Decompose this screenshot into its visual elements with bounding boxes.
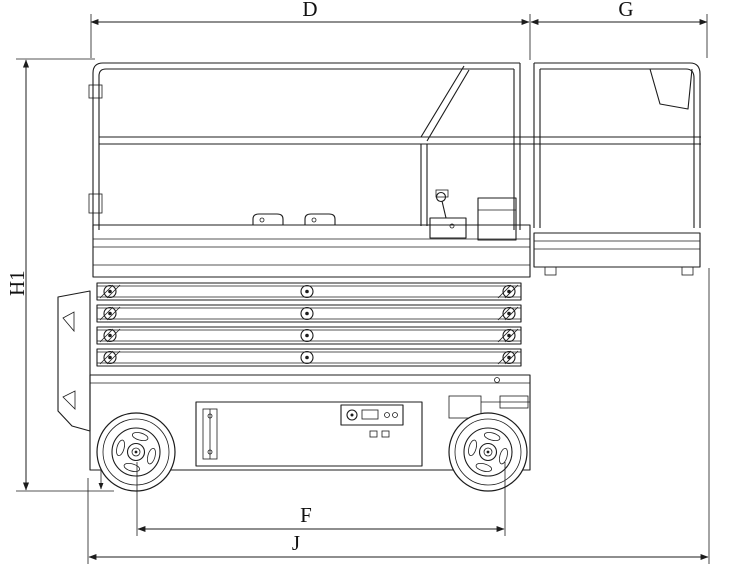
guardrail-extension [533,62,701,228]
chassis-assembly [57,290,531,490]
guardrail-main [88,62,701,230]
chassis-control-panel [340,404,404,438]
deck-foot-pedals [252,213,336,225]
dimension-label-overall-length: J [292,531,300,555]
chassis-body [89,374,531,471]
dimension-label-platform-length: D [302,0,317,21]
dimension-D: D [90,0,531,60]
scissor-slat-2 [96,304,522,323]
scissor-slat-4 [96,348,522,367]
platform-deck [92,224,531,278]
pothole-guard-mechanism [448,395,530,419]
extension-deck [533,232,701,276]
right-wheel [448,412,528,492]
left-wheel [96,412,176,492]
dimension-H1: H1 [5,58,114,492]
platform-control-box [429,189,517,241]
battery-compartment [195,401,423,467]
dimension-label-overall-height: H1 [5,270,29,296]
dimension-label-extension-length: G [618,0,633,21]
ladder-bracket [57,290,91,432]
scissor-assembly [96,282,522,367]
dimension-F: F [136,462,506,536]
dimension-label-wheelbase: F [300,503,312,527]
dimension-annotations: D G H1 F J [5,0,710,564]
scissor-slat-3 [96,326,522,345]
scissor-slat-1 [96,282,522,301]
dimension-J: J [87,268,710,564]
dimension-G: G [530,0,708,58]
